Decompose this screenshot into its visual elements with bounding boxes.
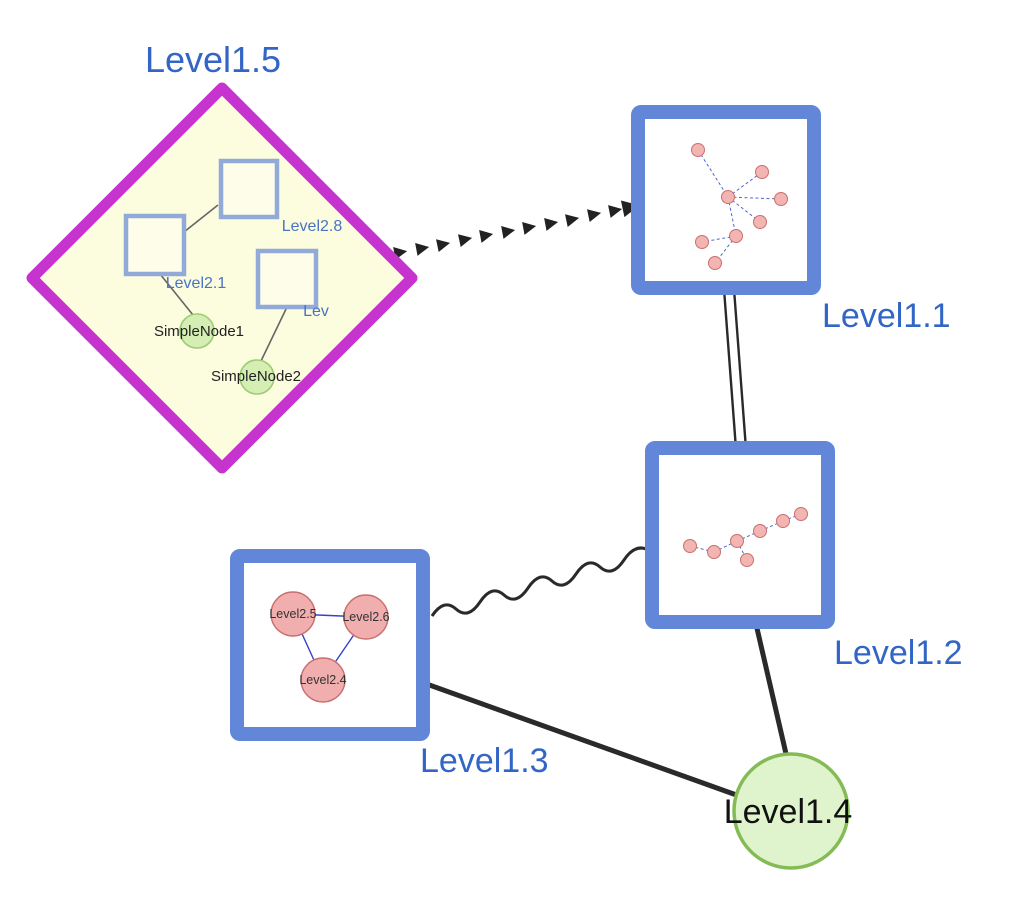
edge-level15-level11-dashed-arrow[interactable] [393, 200, 640, 260]
node-level12-group: Level1.2 [645, 441, 963, 672]
node-level13-square[interactable] [230, 549, 430, 741]
node-level24-circle[interactable] [300, 657, 346, 703]
node-level14-circle[interactable] [732, 752, 850, 870]
node-level14-label: Level1.4 [724, 793, 853, 831]
edge-level13-level14[interactable] [420, 679, 743, 800]
node-level21-square[interactable] [123, 213, 187, 277]
node-level25-label: Level2.5 [269, 607, 316, 621]
node-level11-group: Level1.1 [631, 105, 951, 335]
node-simplenode1-circle[interactable] [179, 313, 215, 349]
node-level14-group: Level1.4 [724, 752, 853, 870]
node-level2x-label: Lev [303, 303, 329, 320]
node-simplenode2-circle[interactable] [239, 359, 275, 395]
edge-level12-level14[interactable] [753, 623, 790, 759]
subgraph-level12-nodes [683, 507, 808, 567]
node-level15-diamond[interactable] [26, 82, 418, 474]
node-level28-square[interactable] [218, 158, 280, 220]
node-simplenode2-label: SimpleNode2 [211, 368, 301, 385]
node-level26-circle[interactable] [343, 594, 389, 640]
node-level13-group: Level2.5 Level2.6 Level2.4 Level1.3 [230, 549, 549, 780]
node-level12-label: Level1.2 [834, 634, 963, 672]
subgraph-level11-nodes [691, 143, 788, 270]
node-level26-label: Level2.6 [342, 610, 389, 624]
edge-level21-simplenode1 [159, 273, 194, 316]
node-level24-label: Level2.4 [299, 673, 346, 687]
node-level21-label: Level2.1 [166, 275, 227, 292]
edge-level13-level12-wavy[interactable] [430, 546, 651, 617]
edge-lev-simplenode2 [260, 306, 288, 362]
node-level13-label: Level1.3 [420, 742, 549, 780]
node-level15-label: Level1.5 [145, 39, 281, 80]
edge-level11-level12-double[interactable] [722, 288, 748, 450]
node-level15-group: Level1.5 Level2.8 Level2.1 Lev SimpleNod… [26, 39, 418, 474]
node-simplenode1-label: SimpleNode1 [154, 323, 244, 340]
node-level11-label: Level1.1 [822, 297, 951, 335]
node-level2x-square[interactable] [255, 248, 319, 310]
edge-level21-level28 [183, 204, 219, 233]
node-level28-label: Level2.8 [282, 218, 343, 235]
node-level25-circle[interactable] [270, 591, 316, 637]
